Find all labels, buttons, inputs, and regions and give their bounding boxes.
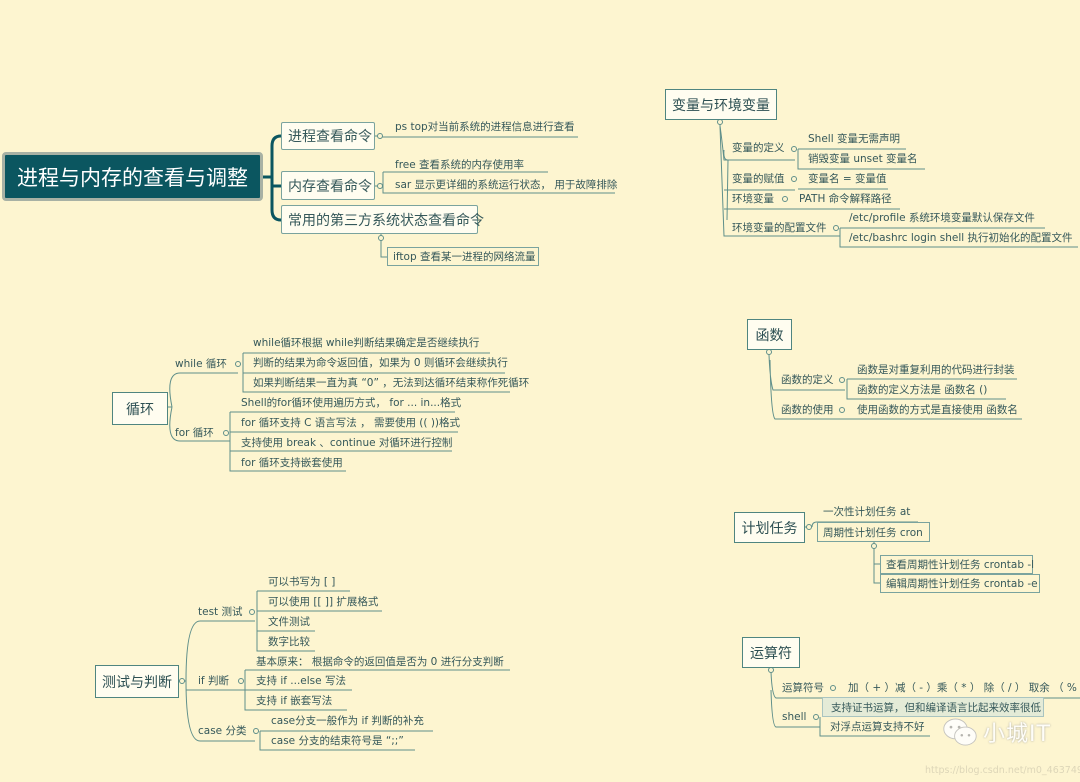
leaf-iftop[interactable]: iftop 查看某一进程的网络流量	[387, 247, 539, 266]
topic-loops[interactable]: 循环	[112, 392, 168, 425]
watermark: 小城IT	[942, 716, 1051, 748]
leaf-etc-profile[interactable]: /etc/profile 系统环境变量默认保存文件	[849, 212, 1035, 224]
branch-operator-symbols[interactable]: 运算符号	[782, 682, 824, 694]
branch-variable-definition[interactable]: 变量的定义	[732, 142, 785, 154]
leaf-while-1[interactable]: while循环根据 while判断结果确定是否继续执行	[253, 337, 480, 349]
leaf-test-3[interactable]: 文件测试	[268, 616, 310, 628]
leaf-for-2[interactable]: for 循环支持 C 语言写法 ， 需要使用 (( ))格式	[241, 417, 461, 429]
leaf-while-3[interactable]: 如果判断结果一直为真 “0” ，无法到达循环结束称作死循环	[253, 377, 530, 389]
leaf-test-2[interactable]: 可以使用 [[ ]] 扩展格式	[268, 596, 379, 608]
leaf-if-1[interactable]: 基本原来： 根据命令的返回值是否为 0 进行分支判断	[256, 656, 504, 668]
leaf-if-2[interactable]: 支持 if ...else 写法	[256, 675, 346, 687]
leaf-function-1[interactable]: 函数是对重复利用的代码进行封装	[857, 364, 1015, 376]
branch-variable-assignment[interactable]: 变量的赋值	[732, 173, 785, 185]
topic-functions[interactable]: 函数	[747, 319, 792, 350]
topic-operators[interactable]: 运算符	[742, 637, 800, 668]
leaf-unset[interactable]: 销毁变量 unset 变量名	[808, 153, 918, 165]
branch-third-party-commands[interactable]: 常用的第三方系统状态查看命令	[281, 205, 484, 234]
topic-test-judgement[interactable]: 测试与判断	[95, 665, 179, 698]
branch-test[interactable]: test 测试	[198, 606, 243, 618]
leaf-crontab-l[interactable]: 查看周期性计划任务 crontab -l	[880, 555, 1034, 574]
leaf-while-2[interactable]: 判断的结果为命令返回值，如果为 0 则循环会继续执行	[253, 357, 508, 369]
leaf-for-4[interactable]: for 循环支持嵌套使用	[241, 457, 343, 469]
watermark-url: https://blog.csdn.net/m0_46374969	[925, 765, 1080, 776]
leaf-function-usage[interactable]: 使用函数的方式是直接使用 函数名	[857, 404, 1018, 416]
branch-function-usage[interactable]: 函数的使用	[781, 404, 834, 416]
leaf-case-2[interactable]: case 分支的结束符号是 “;;”	[271, 735, 404, 747]
watermark-brand: 小城IT	[983, 722, 1051, 747]
branch-env-config-files[interactable]: 环境变量的配置文件	[732, 222, 827, 234]
leaf-assignment[interactable]: 变量名 = 变量值	[808, 173, 887, 185]
leaf-etc-bashrc[interactable]: /etc/bashrc login shell 执行初始化的配置文件	[849, 232, 1073, 244]
leaf-operator-list[interactable]: 加（ + ）减（ - ）乘（ * ） 除（ / ） 取余 （ % ）	[848, 682, 1080, 694]
leaf-sar[interactable]: sar 显示更详细的系统运行状态， 用于故障排除	[395, 179, 618, 191]
branch-at[interactable]: 一次性计划任务 at	[823, 506, 911, 518]
leaf-free[interactable]: free 查看系统的内存使用率	[395, 159, 525, 171]
topic-scheduled-tasks[interactable]: 计划任务	[734, 512, 805, 543]
branch-if[interactable]: if 判断	[198, 675, 229, 687]
branch-process-commands[interactable]: 进程查看命令	[281, 122, 375, 150]
leaf-integer-arithmetic-selected[interactable]: 支持证书运算，但和编译语言比起来效率很低	[822, 697, 1044, 717]
topic-variables[interactable]: 变量与环境变量	[665, 89, 777, 120]
leaf-shell-no-declare[interactable]: Shell 变量无需声明	[808, 133, 900, 145]
branch-case[interactable]: case 分类	[198, 725, 247, 737]
leaf-float-support[interactable]: 对浮点运算支持不好	[830, 721, 925, 733]
leaf-crontab-e[interactable]: 编辑周期性计划任务 crontab -e	[880, 574, 1040, 593]
leaf-if-3[interactable]: 支持 if 嵌套写法	[256, 695, 333, 707]
branch-env-variable[interactable]: 环境变量	[732, 193, 774, 205]
branch-shell[interactable]: shell	[782, 711, 807, 723]
branch-memory-commands[interactable]: 内存查看命令	[281, 171, 375, 200]
leaf-for-1[interactable]: Shell的for循环使用遍历方式， for ... in...格式	[241, 397, 462, 409]
wechat-icon	[943, 718, 977, 746]
central-topic[interactable]: 进程与内存的查看与调整	[2, 152, 263, 201]
leaf-path[interactable]: PATH 命令解释路径	[799, 193, 892, 205]
leaf-case-1[interactable]: case分支一般作为 if 判断的补充	[271, 715, 424, 727]
leaf-test-4[interactable]: 数字比较	[268, 636, 310, 648]
leaf-test-1[interactable]: 可以书写为 [ ]	[268, 576, 336, 588]
branch-cron[interactable]: 周期性计划任务 cron	[817, 522, 930, 542]
branch-function-definition[interactable]: 函数的定义	[781, 374, 834, 386]
leaf-ps-top[interactable]: ps top对当前系统的进程信息进行查看	[395, 121, 575, 133]
leaf-function-2[interactable]: 函数的定义方法是 函数名 ()	[857, 384, 988, 396]
branch-while-loop[interactable]: while 循环	[175, 358, 227, 370]
branch-for-loop[interactable]: for 循环	[175, 427, 214, 439]
leaf-for-3[interactable]: 支持使用 break 、continue 对循环进行控制	[241, 437, 453, 449]
